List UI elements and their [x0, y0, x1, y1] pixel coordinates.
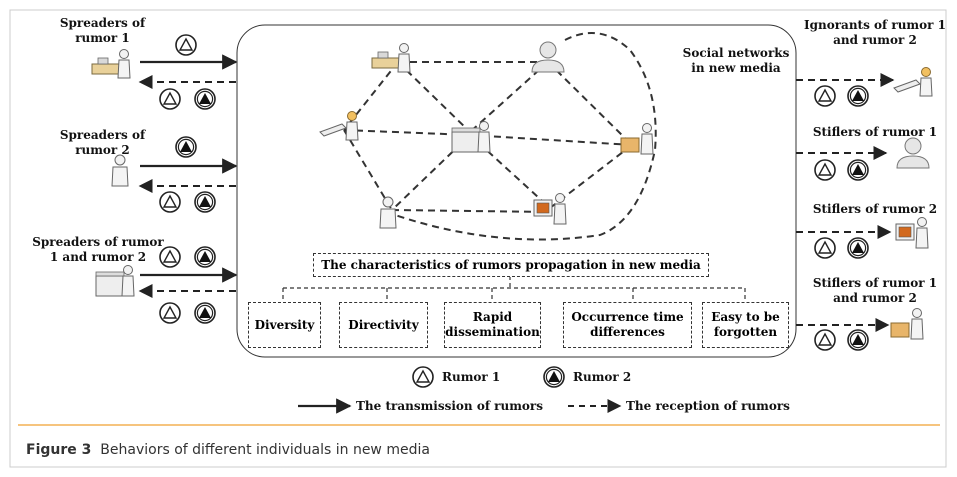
rumor2-icon: [847, 85, 869, 107]
rumor1-icon: [159, 191, 181, 213]
rumor2-icon: [847, 159, 869, 181]
ignorants-label: Ignorants of rumor 1 and rumor 2: [804, 18, 946, 47]
rumor1-icon: [814, 159, 836, 181]
figure-caption: Figure 3 Behaviors of different individu…: [26, 442, 430, 458]
characteristic-occurrence-time: Occurrence time differences: [563, 302, 692, 348]
stiflers-rumor12-label: Stiflers of rumor 1 and rumor 2: [812, 276, 938, 305]
stiflers-rumor1-label: Stiflers of rumor 1: [812, 125, 938, 139]
ignorant-icon: [893, 67, 933, 97]
rumor2-icon: [194, 302, 216, 324]
legend-rumor2-label: Rumor 2: [573, 370, 632, 384]
characteristics-title: The characteristics of rumors propagatio…: [313, 253, 709, 277]
stiflers-rumor2-label: Stiflers of rumor 2: [812, 202, 938, 216]
spreaders-rumor1-label: Spreaders of rumor 1: [59, 16, 146, 45]
figure-caption-text: Behaviors of different individuals in ne…: [100, 442, 430, 458]
characteristic-diversity: Diversity: [248, 302, 321, 348]
spreaders-rumor12-label: Spreaders of rumor 1 and rumor 2: [32, 235, 164, 264]
stifler1-icon: [896, 137, 930, 169]
rumor2-icon: [847, 237, 869, 259]
stifler2-icon: [895, 217, 929, 249]
right-arrows: [796, 73, 895, 332]
legend-transmission-label: The transmission of rumors: [356, 399, 543, 413]
rumor1-icon: [175, 34, 197, 56]
rumor1-icon: [159, 302, 181, 324]
characteristics-connectors: [282, 276, 746, 302]
characteristic-directivity: Directivity: [339, 302, 428, 348]
rumor1-icon: [814, 85, 836, 107]
rumor2-icon: [175, 136, 197, 158]
rumor2-icon: [194, 88, 216, 110]
rumor2-icon: [847, 329, 869, 351]
legend-rumor1-icon: [412, 366, 434, 388]
figure-frame: [9, 9, 947, 468]
spreaders-rumor2-label: Spreaders of rumor 2: [59, 128, 146, 157]
legend-reception-label: The reception of rumors: [626, 399, 790, 413]
network-label: Social networks in new media: [682, 46, 790, 75]
legend-rumor1-label: Rumor 1: [442, 370, 501, 384]
rumor1-icon: [814, 329, 836, 351]
rumor2-icon: [194, 191, 216, 213]
rumor1-icon: [814, 237, 836, 259]
spreader2-icon: [111, 154, 129, 187]
legend-rumor2-icon: [543, 366, 565, 388]
spreader1-icon: [91, 49, 131, 79]
rumor1-icon: [159, 88, 181, 110]
characteristic-rapid-dissemination: Rapid dissemination: [444, 302, 541, 348]
figure-number: Figure 3: [26, 442, 92, 458]
spreader12-icon: [95, 265, 135, 297]
characteristic-easy-forgotten: Easy to be forgotten: [702, 302, 789, 348]
stifler12-icon: [890, 308, 924, 340]
left-arrows: [138, 54, 238, 298]
rumor2-icon: [194, 246, 216, 268]
